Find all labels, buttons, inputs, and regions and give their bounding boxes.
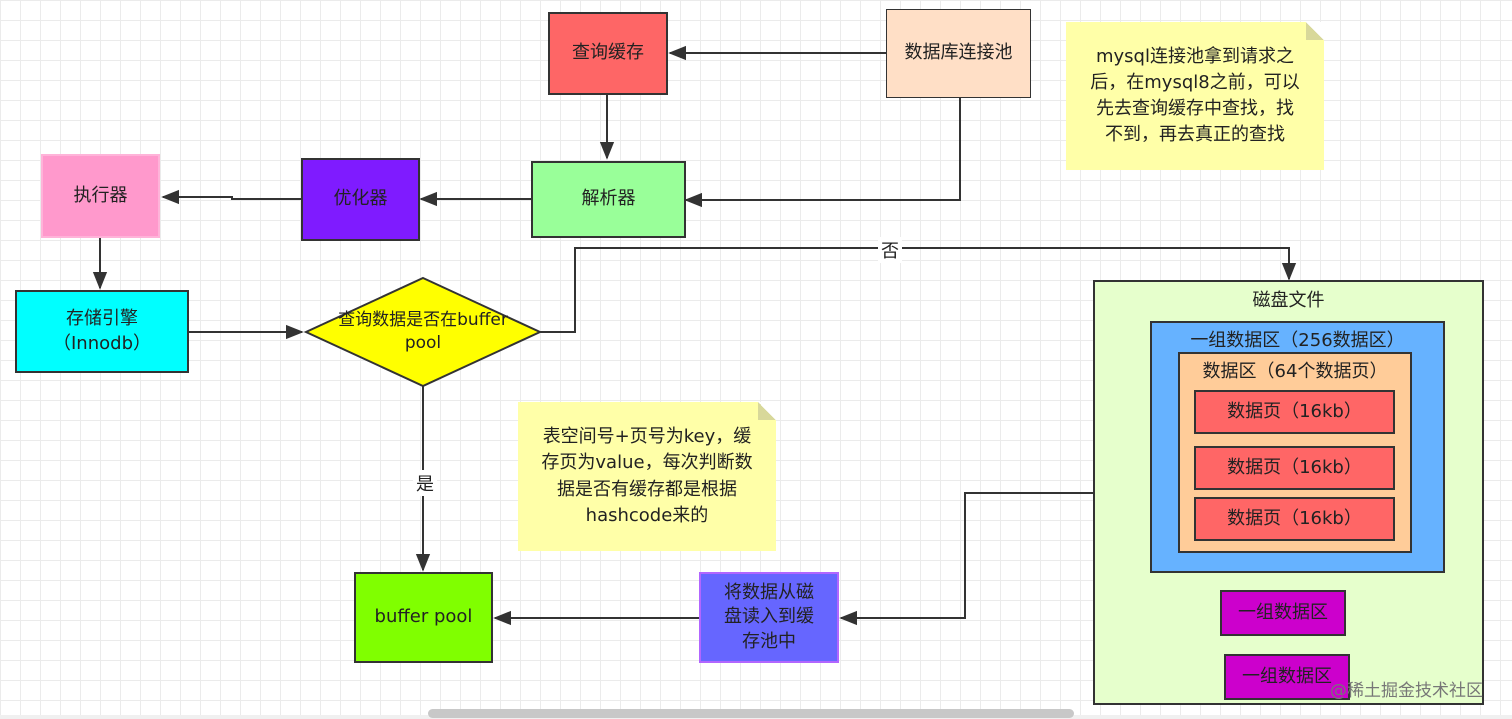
data-zone-label: 数据区（64个数据页） xyxy=(1202,361,1388,382)
data-page[interactable]: 数据页（16kb） xyxy=(1194,497,1395,541)
watermark: @稀土掘金技术社区 xyxy=(1330,681,1483,701)
node-load-from-disk[interactable]: 将数据从磁 盘读入到缓 存池中 xyxy=(699,572,839,663)
node-executor[interactable]: 执行器 xyxy=(41,154,160,238)
edge-optimizer-to-executor xyxy=(161,189,301,205)
group-main-label: 一组数据区（256数据区） xyxy=(1190,330,1405,351)
note-key-text: 表空间号+页号为key，缓 存页为value，每次判断数 据是否有缓存都是根据 … xyxy=(541,426,753,526)
node-connection-pool[interactable]: 数据库连接池 xyxy=(886,9,1031,98)
data-page[interactable]: 数据页（16kb） xyxy=(1194,446,1395,490)
note-key[interactable]: 表空间号+页号为key，缓 存页为value，每次判断数 据是否有缓存都是根据 … xyxy=(518,402,776,551)
decision-diamond xyxy=(303,276,543,388)
disk-file-title: 磁盘文件 xyxy=(1252,290,1325,311)
node-query-cache[interactable]: 查询缓存 xyxy=(548,12,668,95)
group-small-2[interactable]: 一组数据区 xyxy=(1224,654,1350,700)
group-small-1[interactable]: 一组数据区 xyxy=(1220,590,1346,636)
note-cache-text: mysql连接池拿到请求之 后，在mysql8之前，可以 先去查询缓存中查找，找… xyxy=(1090,45,1300,146)
node-optimizer[interactable]: 优化器 xyxy=(301,158,420,241)
note-cache[interactable]: mysql连接池拿到请求之 后，在mysql8之前，可以 先去查询缓存中查找，找… xyxy=(1066,22,1324,170)
node-buffer-pool[interactable]: buffer pool xyxy=(354,572,493,663)
edge-disk-to-load xyxy=(839,492,1093,626)
edge-label-yes: 是 xyxy=(413,470,437,496)
edge-decision-to-disk xyxy=(540,247,1297,333)
edge-pool-to-parser xyxy=(684,98,961,208)
data-page[interactable]: 数据页（16kb） xyxy=(1194,390,1395,434)
horizontal-scrollbar[interactable] xyxy=(428,709,1074,718)
node-parser[interactable]: 解析器 xyxy=(531,161,686,238)
note-fold-icon xyxy=(758,402,776,420)
decision-label: 查询数据是否在buffer pool xyxy=(338,310,508,353)
note-fold-icon xyxy=(1306,22,1324,40)
node-storage-engine[interactable]: 存储引擎 （Innodb） xyxy=(15,290,189,373)
edge-label-no: 否 xyxy=(878,237,902,263)
